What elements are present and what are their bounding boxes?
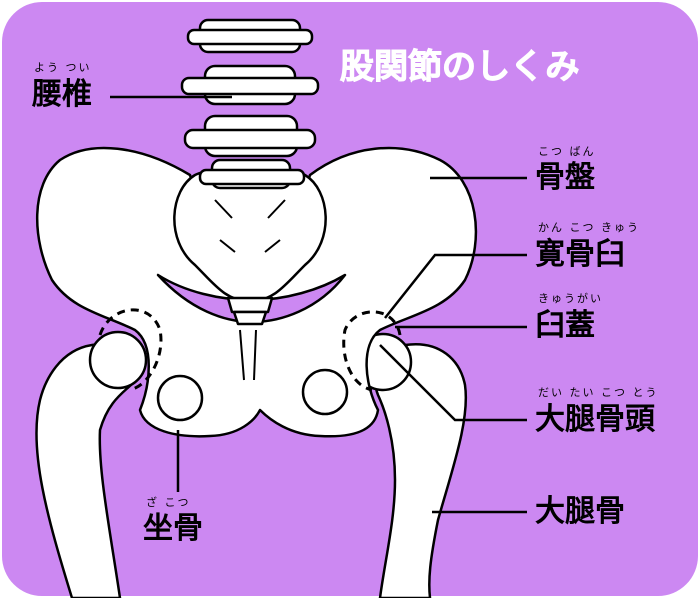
label-kankotsukyu-ruby: かん こつ きゅう — [538, 221, 640, 234]
diagram-title: 股関節のしくみ — [339, 47, 580, 87]
label-yotsui-ruby: よう つい — [34, 61, 92, 74]
left-obturator-foramen — [156, 374, 204, 422]
lumbar-vertebra-1-wing — [186, 28, 314, 46]
label-daitaikottou-ruby: だい たい こつ とう — [538, 386, 659, 399]
label-daitaikotsu: 大腿骨 — [535, 494, 625, 529]
coccyx — [226, 296, 274, 314]
lumbar-vertebra-4-wing — [198, 168, 306, 186]
label-yotsui: 腰椎 — [32, 77, 92, 112]
label-zakotsu: 坐骨 — [143, 511, 203, 546]
pelvic-inlet — [156, 273, 347, 324]
lumbar-vertebra-2-wing — [180, 76, 320, 96]
label-kotsuban: 骨盤 — [535, 160, 595, 195]
coccyx-2 — [232, 310, 268, 326]
lumbar-vertebra-3-wing — [183, 128, 317, 150]
label-zakotsu-ruby: ざ こつ — [146, 496, 191, 509]
left-femoral-head — [88, 330, 148, 390]
right-acetabulum-outline — [342, 310, 402, 392]
leader-daitaikottou — [379, 344, 527, 422]
leader-kankotsukyu — [384, 253, 527, 319]
label-kankotsukyu: 寛骨臼 — [535, 237, 625, 272]
label-kyugai: 臼蓋 — [535, 308, 595, 343]
pubic-symphysis — [239, 329, 257, 381]
label-daitaikottou: 大腿骨頭 — [535, 402, 655, 437]
left-acetabulum-outline — [98, 308, 163, 392]
label-kyugai-ruby: きゅうがい — [538, 292, 603, 305]
label-kotsuban-ruby: こつ ばん — [538, 145, 596, 158]
right-obturator-foramen — [301, 368, 349, 416]
